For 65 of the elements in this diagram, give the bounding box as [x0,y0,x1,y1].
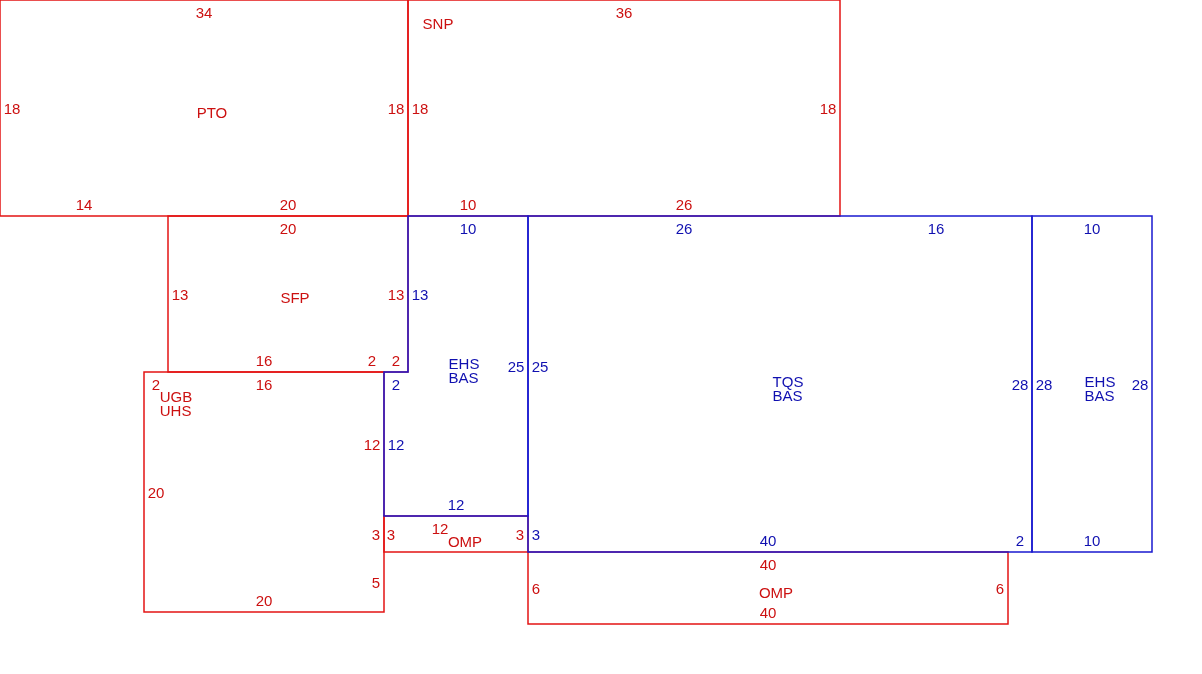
room-outline [408,0,840,216]
dimension-label: 26 [675,196,693,212]
dimension-label: 12 [431,520,449,536]
dimension-label: 10 [1083,532,1101,548]
dimension-label: 12 [363,436,381,452]
room-outline [1032,216,1152,552]
dimension-label: 3 [515,526,525,542]
dimension-label: 3 [371,526,381,542]
room-outline [168,216,408,372]
dimension-label: 18 [3,100,21,116]
dimension-label: 40 [759,604,777,620]
dimension-label: 12 [387,436,405,452]
dimension-label: 13 [171,286,189,302]
dimension-label: 28 [1131,376,1149,392]
dimension-label: 26 [675,220,693,236]
dimension-label: 36 [615,4,633,20]
dimension-label: 25 [531,358,549,374]
dimension-label: 10 [459,196,477,212]
dimension-label: 18 [387,100,405,116]
dimension-label: 16 [255,376,273,392]
dimension-label: 10 [459,220,477,236]
room-label: OMP [447,535,483,549]
dimension-label: 2 [151,376,161,392]
dimension-label: 3 [531,526,541,542]
room-label: EHS BAS [448,357,480,385]
room-outline [384,516,528,552]
dimension-label: 40 [759,532,777,548]
dimension-label: 20 [147,484,165,500]
room-label: TQS BAS [772,375,804,403]
room-label: EHS BAS [1084,375,1116,403]
dimension-label: 6 [531,580,541,596]
dimension-label: 20 [279,196,297,212]
dimension-label: 5 [371,574,381,590]
room-label: PTO [196,106,228,120]
dimension-label: 18 [411,100,429,116]
dimension-label: 2 [1015,532,1025,548]
room-label: OMP [758,586,794,600]
dimension-label: 2 [391,376,401,392]
dimension-label: 16 [927,220,945,236]
dimension-label: 2 [367,352,377,368]
room-label: SNP [422,17,454,31]
dimension-label: 3 [386,526,396,542]
dimension-label: 14 [75,196,93,212]
room-label: UGB UHS [159,390,193,418]
room-outline [144,372,384,612]
dimension-label: 18 [819,100,837,116]
dimension-label: 13 [387,286,405,302]
room-label: SFP [280,291,310,305]
dimension-label: 28 [1011,376,1029,392]
dimension-label: 40 [759,556,777,572]
dimension-label: 34 [195,4,213,20]
room-outline [528,216,1032,552]
dimension-label: 12 [447,496,465,512]
dimension-label: 20 [255,592,273,608]
dimension-label: 2 [391,352,401,368]
dimension-label: 10 [1083,220,1101,236]
room-outline [0,0,408,216]
room-outline [528,552,1008,624]
dimension-label: 13 [411,286,429,302]
dimension-label: 20 [279,220,297,236]
dimension-label: 6 [995,580,1005,596]
dimension-label: 25 [507,358,525,374]
dimension-label: 28 [1035,376,1053,392]
dimension-label: 16 [255,352,273,368]
room-outline [384,216,528,516]
